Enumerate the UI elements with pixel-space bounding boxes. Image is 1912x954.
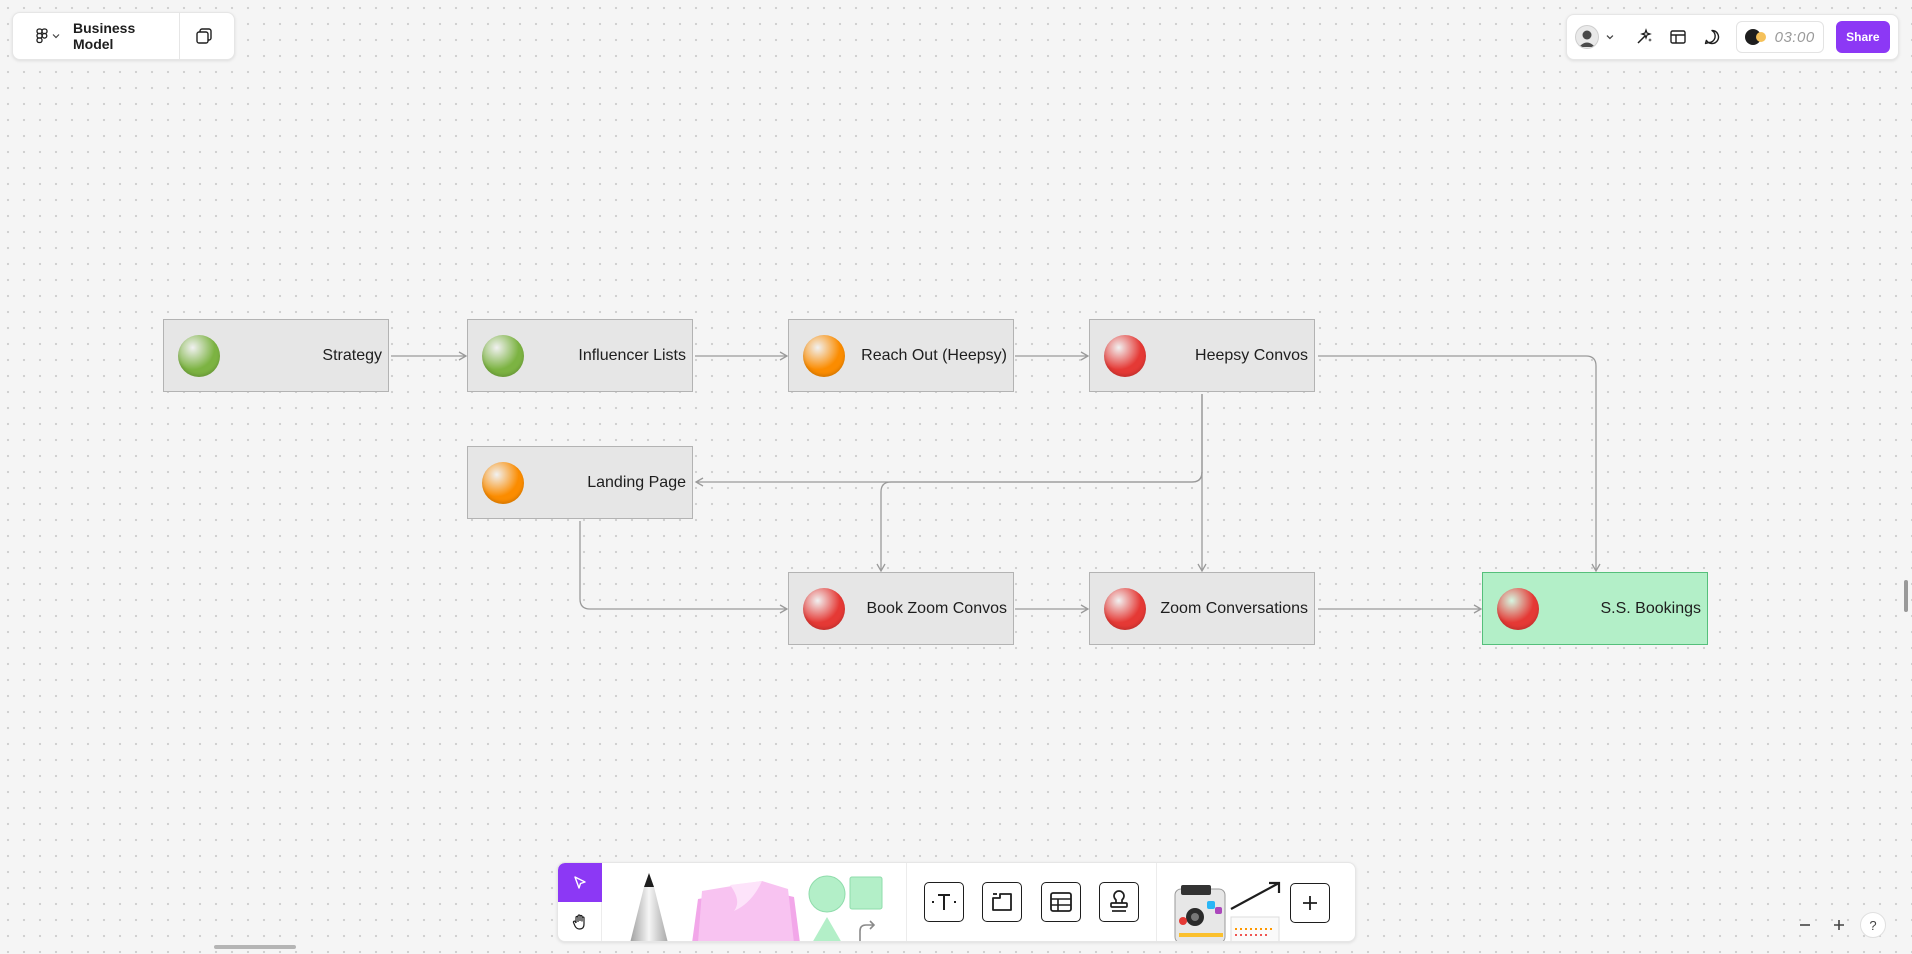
share-button[interactable]: Share <box>1835 21 1891 53</box>
zoom-out-button[interactable] <box>1792 912 1818 938</box>
status-dot-icon <box>1497 587 1539 630</box>
node-label: Reach Out (Heepsy) <box>861 346 1007 364</box>
connector-heepsy-bookings[interactable] <box>1318 355 1601 573</box>
node-zoom-conversations[interactable]: Zoom Conversations <box>1089 572 1315 645</box>
status-dot-icon <box>482 334 524 377</box>
node-strategy[interactable]: Strategy <box>163 319 389 392</box>
cursor-icon <box>574 875 586 889</box>
timer-icon <box>1744 29 1766 45</box>
comments-button[interactable] <box>1698 23 1726 51</box>
zoom-controls: ? <box>1792 912 1886 938</box>
divider <box>179 12 180 60</box>
more-tools-button[interactable] <box>1290 883 1330 923</box>
pencil-tool[interactable] <box>626 873 672 942</box>
shapes-tool[interactable] <box>808 875 884 942</box>
insert-tools <box>907 863 1157 941</box>
mode-switcher <box>558 863 602 941</box>
hand-icon <box>572 913 585 930</box>
timer-value: 03:00 <box>1774 28 1815 46</box>
node-label: Influencer Lists <box>578 346 686 364</box>
stamp-tool-button[interactable] <box>1098 882 1139 922</box>
node-book-zoom-convos[interactable]: Book Zoom Convos <box>788 572 1014 645</box>
status-dot-icon <box>1104 334 1146 377</box>
chevron-down-icon[interactable] <box>1605 33 1615 41</box>
zoom-in-button[interactable] <box>1826 912 1852 938</box>
extras-tools <box>1157 863 1355 941</box>
plus-icon <box>1834 920 1844 930</box>
creative-tools <box>602 863 907 941</box>
avatar[interactable] <box>1575 25 1599 49</box>
layout-icon <box>1670 30 1686 44</box>
text-icon <box>932 894 957 910</box>
connector-heepsy-bookzoom[interactable] <box>876 471 1203 573</box>
section-tool-button[interactable] <box>982 882 1023 922</box>
pages-button[interactable] <box>180 12 228 60</box>
node-label: Heepsy Convos <box>1195 346 1308 364</box>
node-label: S.S. Bookings <box>1600 599 1702 617</box>
node-label: Book Zoom Convos <box>866 599 1007 617</box>
bottom-toolbar <box>557 862 1356 942</box>
connector-landing-bookzoom[interactable] <box>579 521 789 614</box>
file-panel: Business Model <box>12 12 235 60</box>
widgets-tool[interactable] <box>1173 885 1229 942</box>
node-label: Landing Page <box>587 473 686 491</box>
figma-logo-icon <box>36 28 48 44</box>
table-icon <box>1049 892 1072 912</box>
user-portrait-icon <box>1578 30 1595 47</box>
node-influencer-lists[interactable]: Influencer Lists <box>467 319 693 392</box>
status-dot-icon <box>482 461 524 504</box>
hand-tool-button[interactable] <box>558 902 602 941</box>
node-ss-bookings[interactable]: S.S. Bookings <box>1482 572 1708 645</box>
plus-icon <box>1303 896 1317 910</box>
status-dot-icon <box>803 587 845 630</box>
node-heepsy-convos[interactable]: Heepsy Convos <box>1089 319 1315 392</box>
main-menu-button[interactable] <box>27 12 69 60</box>
section-icon <box>992 893 1013 911</box>
chevron-down-icon <box>52 34 60 39</box>
ai-sparkle-button[interactable] <box>1631 23 1659 51</box>
text-tool-button[interactable] <box>924 882 965 922</box>
node-reach-out[interactable]: Reach Out (Heepsy) <box>788 319 1014 392</box>
stamp-icon <box>1110 890 1128 912</box>
status-dot-icon <box>1104 587 1146 630</box>
node-landing-page[interactable]: Landing Page <box>467 446 693 519</box>
status-dot-icon <box>178 334 220 377</box>
help-button[interactable]: ? <box>1860 912 1886 938</box>
file-title[interactable]: Business Model <box>73 20 136 52</box>
sticky-note-tool[interactable] <box>690 877 800 942</box>
node-label: Strategy <box>322 346 382 364</box>
minus-icon <box>1800 924 1810 926</box>
comment-icon <box>1704 29 1719 45</box>
sparkle-icon <box>1637 28 1653 44</box>
status-dot-icon <box>803 334 845 377</box>
timer-widget[interactable]: 03:00 <box>1735 21 1824 53</box>
layout-button[interactable] <box>1664 23 1692 51</box>
table-tool-button[interactable] <box>1040 882 1081 922</box>
node-label: Zoom Conversations <box>1160 599 1308 617</box>
select-tool-button[interactable] <box>558 863 602 902</box>
horizontal-scrollbar[interactable] <box>214 945 296 949</box>
chart-widget-tool[interactable] <box>1225 877 1283 942</box>
connector-heepsy-landing[interactable] <box>694 394 1203 487</box>
vertical-scrollbar[interactable] <box>1904 580 1908 612</box>
collaboration-panel: 03:00 Share <box>1566 14 1899 60</box>
pages-icon <box>196 28 212 44</box>
